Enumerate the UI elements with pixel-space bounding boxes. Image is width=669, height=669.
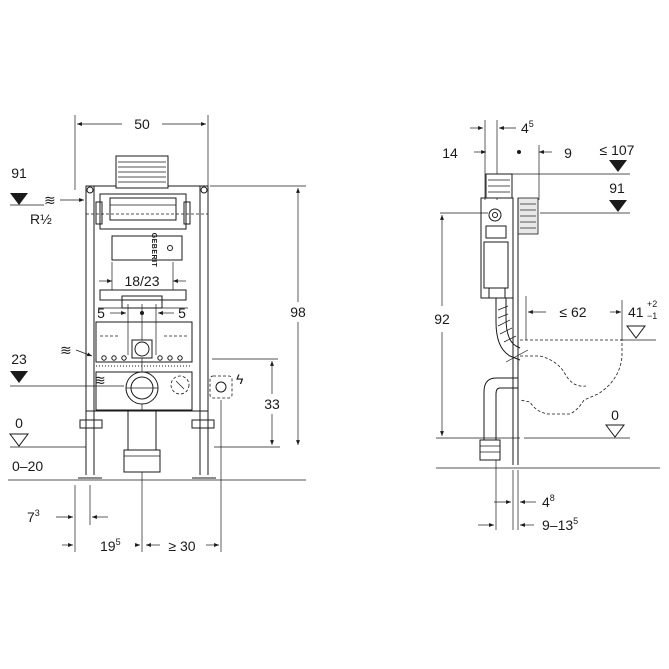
left-offset-label: 73 [27, 508, 40, 525]
side-clearance-label: ≥ 30 [168, 538, 195, 554]
wc-bowl [519, 339, 623, 415]
offset-9-label: 9 [564, 145, 572, 161]
side-floor-label: 0 [611, 407, 619, 423]
drain-wave-icon: ≋ [60, 342, 72, 358]
power-box [209, 375, 233, 399]
front-width-label: 50 [134, 116, 150, 132]
supply-wave-icon: ≋ [44, 192, 56, 208]
bowl-projection-label: ≤ 62 [559, 304, 586, 320]
seat-tolerance-top: +2 [647, 299, 657, 309]
pipe-top-label: 45 [521, 119, 534, 136]
brand-plate [111, 235, 183, 261]
floor-range-label: 0–20 [12, 458, 43, 474]
seat-tolerance-bottom: −1 [647, 311, 657, 321]
brand-label: GEBERIT [150, 233, 157, 268]
side-bowl-height-label: 92 [434, 311, 450, 327]
front-view: 50 GEBERIT [8, 115, 306, 554]
cistern [99, 193, 187, 230]
depth-range-label: 9–135 [542, 516, 578, 533]
drain-distance-label: 195 [100, 537, 121, 554]
offset-left-label: 5 [97, 305, 105, 321]
power-icon: ϟ [236, 371, 244, 387]
max-top-label: ≤ 107 [600, 142, 635, 158]
front-floor-label: 0 [15, 415, 23, 431]
side-supply-label: 91 [609, 180, 625, 196]
offset-14-label: 14 [442, 145, 458, 161]
drain-wave-icon-2: ≋ [94, 372, 106, 388]
supply-height-label: 91 [11, 165, 27, 181]
supply-thread-label: R½ [30, 211, 52, 227]
drain-height-label: 23 [11, 351, 27, 367]
wall-gap-label: 48 [542, 493, 555, 510]
total-height-label: 98 [290, 304, 306, 320]
offset-right-label: 5 [178, 305, 186, 321]
seat-height-label: 41 [628, 304, 644, 320]
power-height-label: 33 [264, 396, 280, 412]
inner-width-label: 18/23 [124, 273, 159, 289]
side-view: 45 14 9 ≤ 107 91 [434, 119, 660, 533]
